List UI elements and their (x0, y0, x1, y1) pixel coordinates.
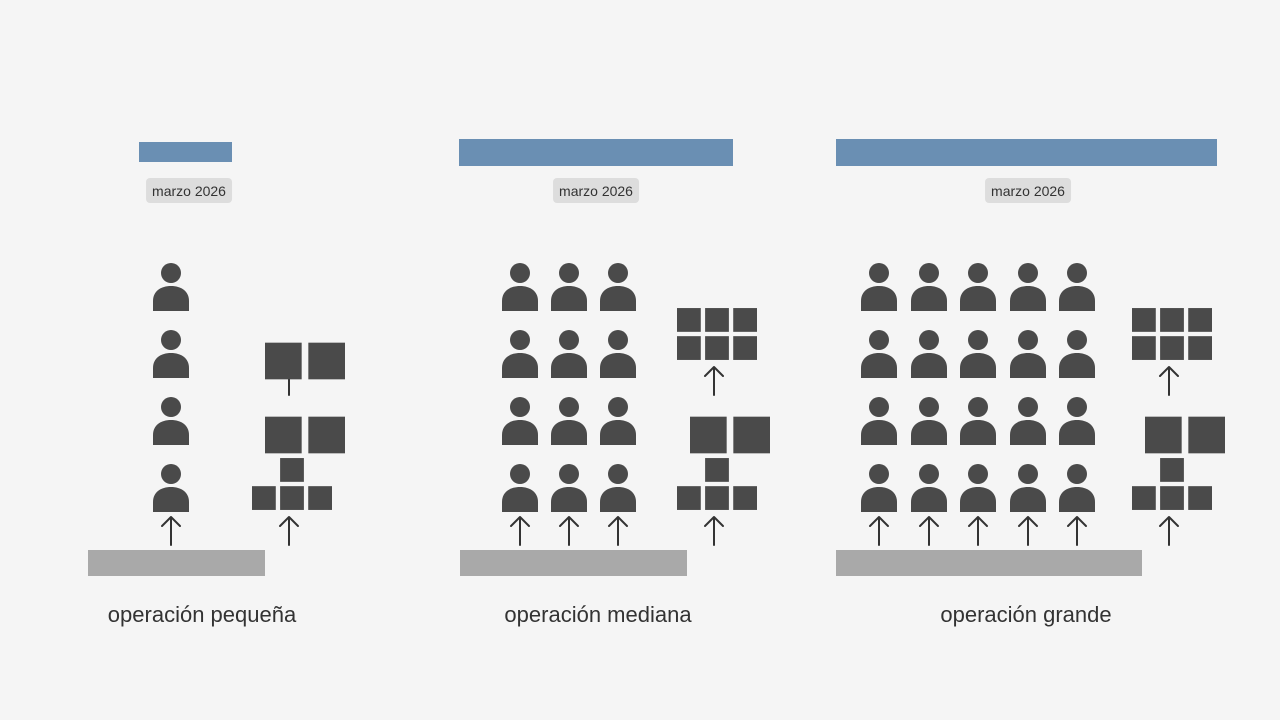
person-icon (1009, 397, 1046, 445)
person-icon (1059, 330, 1095, 378)
arrow-up-icon (918, 516, 939, 546)
person-icon (1059, 464, 1095, 512)
blocks-pyramid-icon (1132, 458, 1212, 510)
panel-label: operación grande (940, 602, 1112, 627)
arrow-up-icon (1159, 366, 1179, 396)
person-icon (502, 464, 538, 512)
timeline-bar (139, 142, 232, 162)
blocks-2-icon (265, 416, 345, 454)
base-bar (460, 550, 687, 576)
person-icon (861, 464, 897, 512)
arrow-up-icon (1017, 516, 1038, 546)
person-icon (502, 397, 538, 445)
timeline-bar (836, 139, 1217, 166)
person-icon (153, 263, 189, 311)
person-icon (551, 397, 587, 445)
person-icon (960, 263, 996, 311)
blocks-pyramid-icon (677, 458, 757, 510)
date-chip: marzo 2026 (146, 178, 232, 203)
arrow-up-icon (704, 366, 724, 396)
arrow-up-icon (968, 516, 988, 546)
person-icon (861, 397, 897, 445)
person-icon (600, 397, 636, 445)
arrow-up-icon (559, 516, 579, 546)
date-chip: marzo 2026 (553, 178, 639, 203)
arrow-up-icon (510, 516, 530, 546)
date-chip: marzo 2026 (985, 178, 1071, 203)
blocks-pyramid-icon (252, 458, 332, 510)
person-icon (960, 330, 996, 378)
arrow-up-icon (1159, 516, 1179, 546)
blocks-grid-icon (677, 308, 757, 360)
arrow-up-icon (704, 516, 724, 546)
panel-label: operación mediana (504, 602, 692, 627)
person-icon (1009, 464, 1046, 512)
arrow-up-icon (1067, 516, 1087, 546)
person-icon (960, 397, 996, 445)
person-icon (861, 263, 897, 311)
person-icon (153, 464, 189, 512)
person-icon (600, 330, 636, 378)
blocks-grid-icon (1132, 308, 1212, 360)
person-icon (1059, 397, 1095, 445)
person-icon (551, 464, 587, 512)
arrow-up-icon (869, 516, 889, 546)
arrow-up-icon (279, 516, 299, 546)
person-icon (502, 263, 538, 311)
person-icon (910, 263, 947, 311)
person-icon (502, 330, 538, 378)
person-icon (551, 330, 587, 378)
person-icon (551, 263, 587, 311)
blocks-2-icon (1145, 416, 1225, 454)
person-icon (910, 397, 947, 445)
person-icon (861, 330, 897, 378)
person-icon (910, 330, 947, 378)
person-icon (600, 263, 636, 311)
person-icon (1009, 330, 1046, 378)
panel-label: operación pequeña (107, 602, 297, 627)
person-icon (960, 464, 996, 512)
arrow-up-icon (608, 516, 628, 546)
person-icon (910, 464, 947, 512)
person-icon (600, 464, 636, 512)
person-icon (153, 397, 189, 445)
person-icon (1059, 263, 1095, 311)
timeline-bar (459, 139, 733, 166)
person-icon (153, 330, 189, 378)
arrow-up-icon (161, 516, 181, 546)
base-bar (88, 550, 265, 576)
person-icon (1009, 263, 1046, 311)
blocks-2-icon (265, 342, 345, 380)
base-bar (836, 550, 1142, 576)
blocks-2-icon (690, 416, 770, 454)
